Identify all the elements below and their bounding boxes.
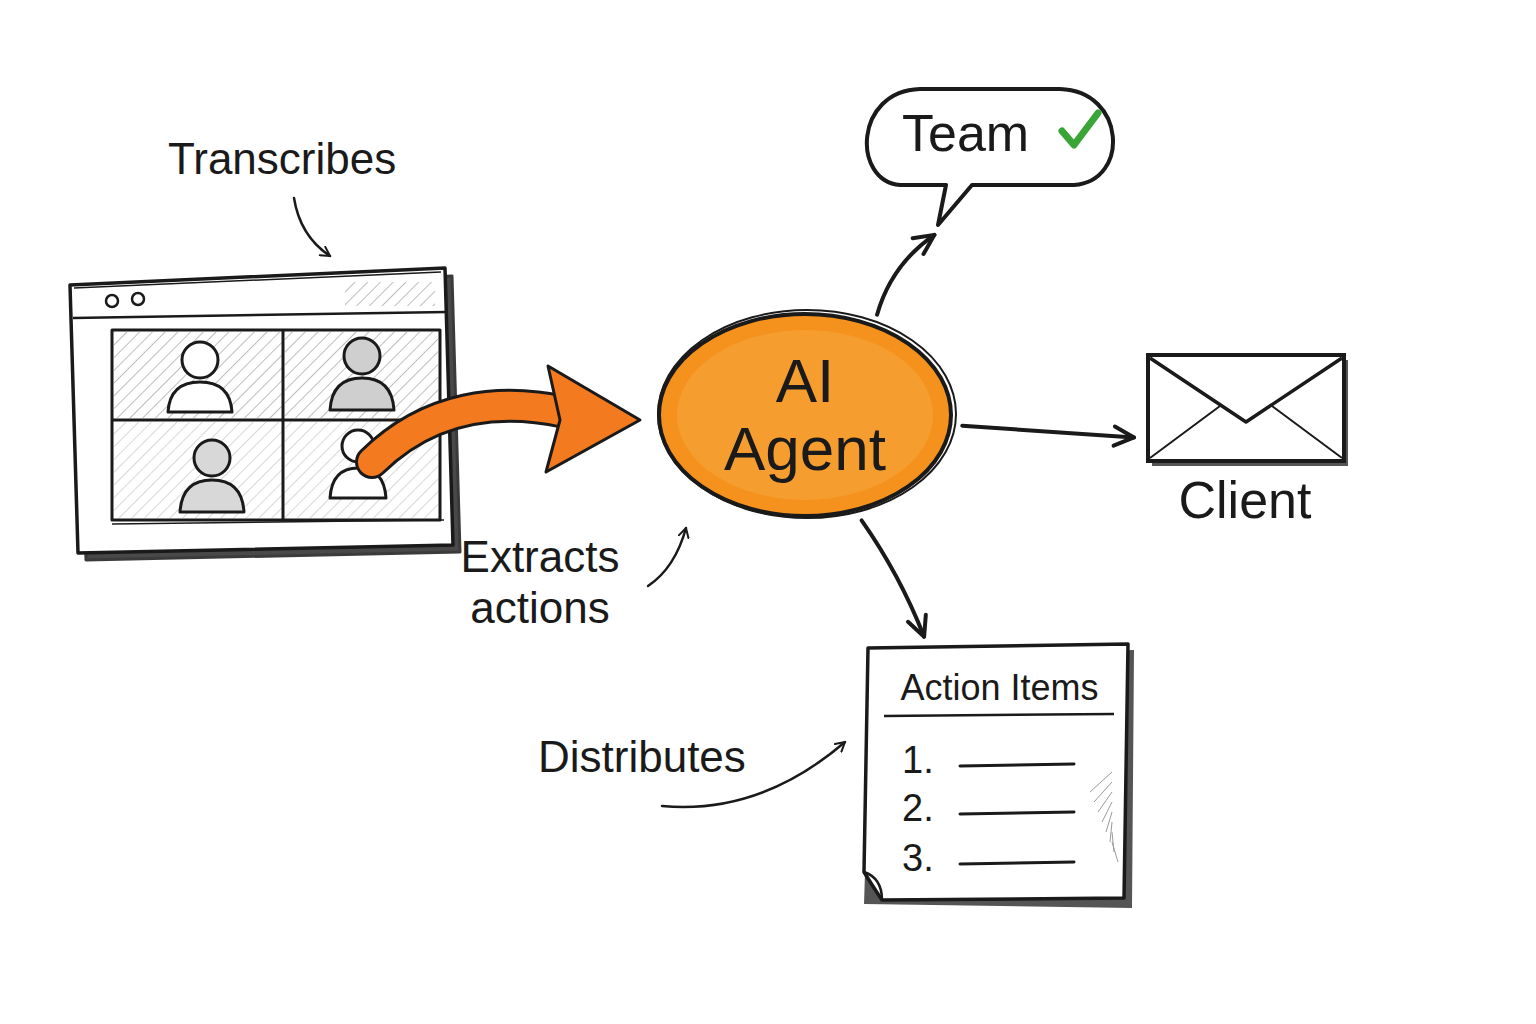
action-items-doc: Action Items 1. 2. 3.	[862, 642, 1137, 912]
team-bubble: Team	[860, 85, 1120, 230]
arrow-head	[913, 235, 935, 254]
arrow-head	[908, 615, 926, 637]
connector-line	[962, 426, 1134, 438]
list-number: 2.	[902, 788, 934, 830]
video-call-window	[70, 268, 460, 560]
node-title: AI Agent	[698, 347, 913, 483]
node-title: Team	[902, 105, 1029, 162]
annotation-label: Transcribes	[168, 134, 396, 185]
leader-arrow	[294, 198, 330, 256]
list-number: 1.	[902, 740, 934, 782]
orange-flow-arrow	[372, 366, 640, 472]
connector-arrow	[862, 520, 926, 636]
arrow-head	[1114, 427, 1134, 446]
check-mark	[1062, 113, 1098, 145]
annotation-label: Extracts actions	[440, 532, 640, 633]
connector-arrow	[962, 426, 1134, 446]
list-number: 3.	[902, 838, 934, 880]
agent-circle: AI Agent	[655, 310, 955, 520]
node-title: Action Items	[862, 668, 1137, 708]
connector-line	[877, 235, 934, 315]
client-envelope: Client	[1140, 350, 1350, 540]
annotation-label: Distributes	[538, 732, 746, 783]
connector-line	[862, 520, 925, 636]
connector-arrow	[877, 235, 934, 315]
node-title: Client	[1140, 472, 1350, 529]
leader-arrow	[648, 528, 686, 586]
